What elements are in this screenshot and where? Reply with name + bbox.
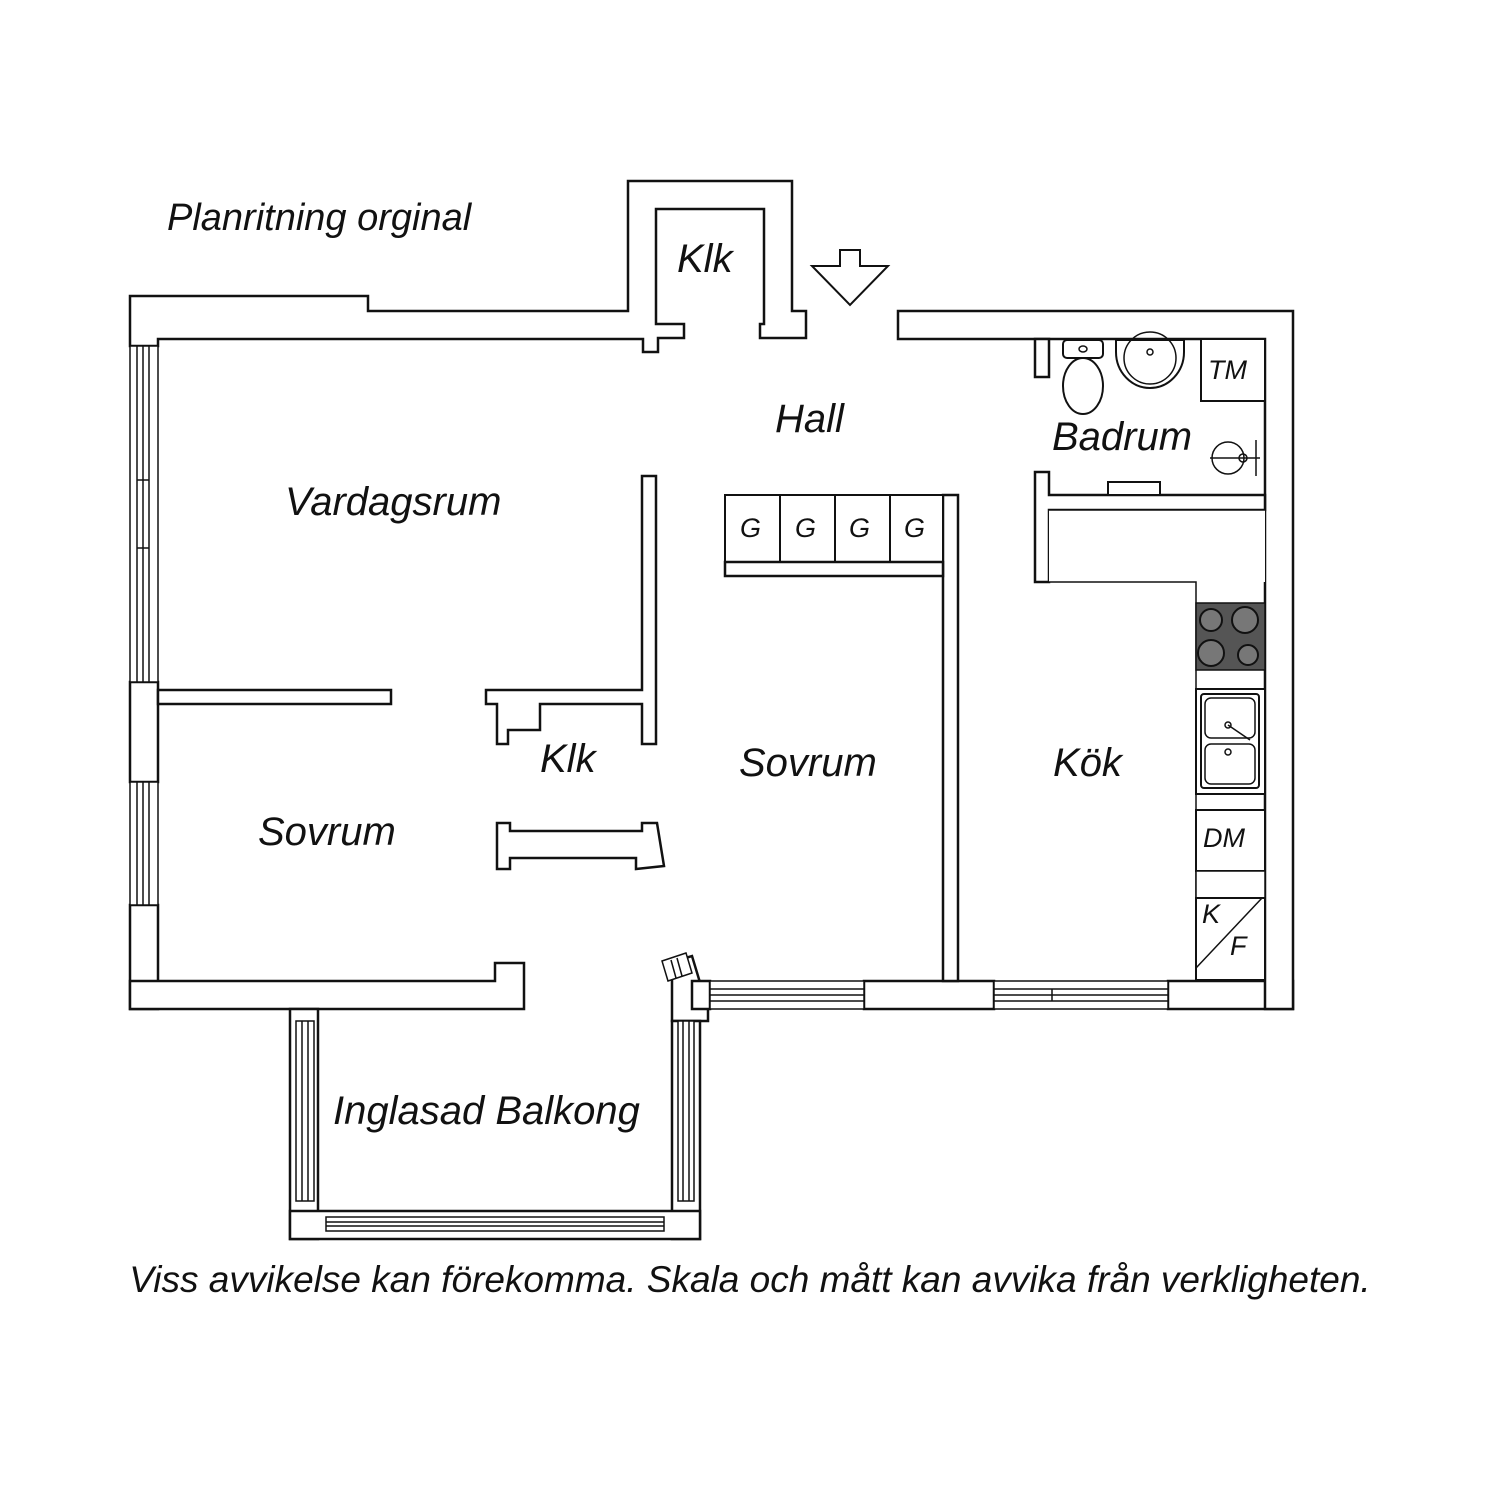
wardrobe-group [723, 494, 945, 578]
fixture-label-f: F [1230, 931, 1248, 961]
walls [128, 179, 1295, 1023]
bathroom-fixtures [1062, 331, 1266, 496]
closet-wall-lower [495, 821, 666, 871]
tm-box [1200, 338, 1266, 402]
entrance-arrow-icon [809, 249, 891, 307]
bathroom-wall [1033, 337, 1051, 379]
balcony [288, 1007, 702, 1241]
window-bottom-right [993, 980, 1169, 1010]
window-bay [661, 952, 693, 982]
balcony-window-bottom [325, 1216, 665, 1232]
stove-icon [1195, 602, 1266, 671]
shower-icon [1210, 440, 1260, 476]
window-left-lower [129, 781, 159, 906]
closet-wall [484, 474, 658, 746]
room-label-hall: Hall [775, 397, 845, 441]
wardrobe-g2 [779, 494, 836, 563]
kf-box [1195, 870, 1266, 899]
window-bottom-center [709, 980, 865, 1010]
wardrobe-g3 [834, 494, 891, 563]
kitchen-fixtures [1195, 602, 1266, 981]
bathroom-drain [1107, 481, 1161, 496]
room-label-klk-mid: Klk [540, 737, 598, 781]
windows [129, 345, 1169, 1010]
room-label-kok: Kök [1053, 741, 1124, 785]
plan-title: Planritning orginal [167, 197, 473, 239]
wardrobe-label: G [795, 513, 816, 543]
washbasin-icon [1115, 331, 1185, 389]
wardrobe-g4 [889, 494, 944, 563]
room-label-klk-top: Klk [677, 237, 735, 281]
wardrobe-base-wall [723, 560, 945, 578]
labels: Planritning orginal Klk Hall Badrum Vard… [129, 197, 1370, 1300]
bay-wall-lower [690, 979, 712, 1011]
fixture-label-tm: TM [1208, 355, 1247, 385]
fixture-label-dm: DM [1203, 823, 1245, 853]
interior-wall [156, 688, 393, 706]
interior-wall [941, 493, 960, 983]
wardrobe-label: G [740, 513, 761, 543]
kitchen-sink-icon [1195, 688, 1266, 795]
wardrobe-g1 [724, 494, 781, 563]
toilet-icon [1062, 339, 1104, 415]
room-label-vardagsrum: Vardagsrum [285, 480, 501, 524]
window-left-upper [129, 345, 159, 683]
wardrobe-label: G [904, 513, 925, 543]
left-wall-segment [128, 680, 160, 784]
room-label-balkong: Inglasad Balkong [333, 1089, 640, 1133]
balcony-window-right [677, 1020, 695, 1202]
balcony-window-left [295, 1020, 315, 1202]
room-label-badrum: Badrum [1052, 415, 1192, 459]
bottom-wall-segment [862, 979, 996, 1011]
right-outer-wall [896, 309, 1295, 1011]
room-label-sovrum-center: Sovrum [739, 741, 877, 785]
fridge-freezer [1195, 897, 1266, 981]
kitchen-wall [1049, 510, 1265, 582]
fixture-label-k: K [1202, 899, 1221, 929]
room-label-sovrum-left: Sovrum [258, 810, 396, 854]
outer-wall-main [128, 179, 808, 354]
wardrobe-label: G [849, 513, 870, 543]
bottom-left-wall [128, 961, 526, 1011]
disclaimer-text: Viss avvikelse kan förekomma. Skala och … [129, 1259, 1370, 1300]
